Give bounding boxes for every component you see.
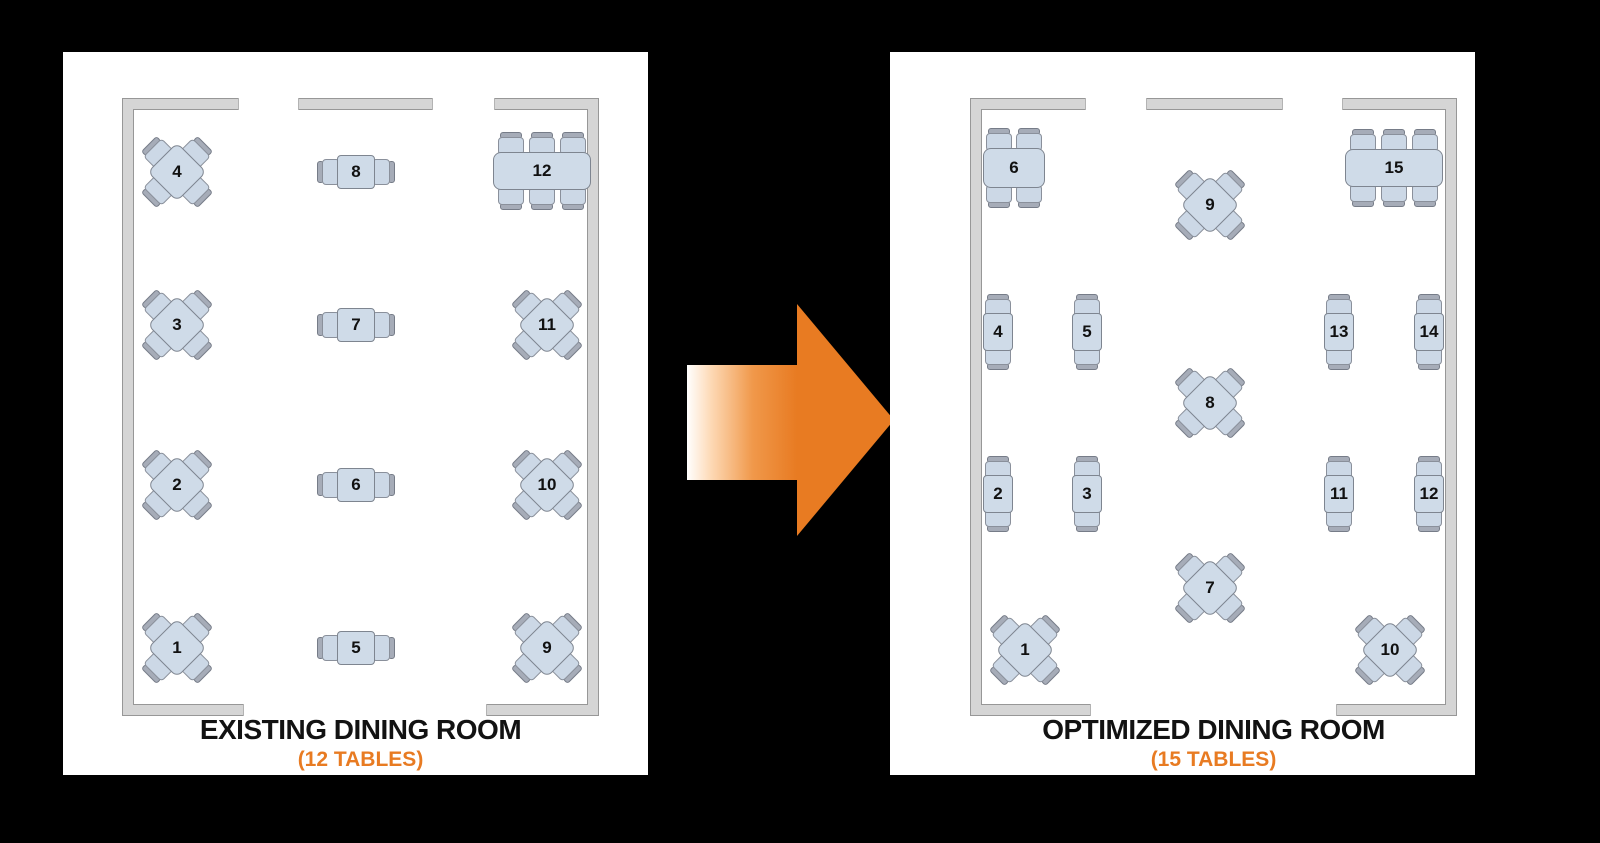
chair-icon [986, 183, 1012, 208]
chair-icon [1350, 182, 1376, 207]
table-number: 9 [1205, 195, 1215, 214]
table-number: 2 [172, 475, 182, 494]
table-top: 5 [337, 631, 375, 665]
table-top: 5 [1072, 313, 1102, 351]
table-top: 12 [1414, 475, 1444, 513]
door-opening [1282, 98, 1343, 110]
table-number: 13 [1329, 322, 1349, 341]
chair-icon [370, 159, 395, 185]
table-number: 4 [172, 162, 182, 181]
table-top: 8 [337, 155, 375, 189]
chair-icon [498, 185, 524, 210]
table-top: 3 [1072, 475, 1102, 513]
table-number: 5 [351, 638, 361, 657]
table-number: 6 [1009, 158, 1019, 177]
table-top: 2 [983, 475, 1013, 513]
panel-title: EXISTING DINING ROOM [199, 714, 522, 745]
door-opening [432, 98, 495, 110]
table-top: 4 [983, 313, 1013, 351]
table-number: 9 [542, 638, 552, 657]
table-number: 1 [172, 638, 182, 657]
chair-icon [370, 312, 395, 338]
table-number: 3 [172, 315, 182, 334]
table-number: 12 [532, 161, 552, 180]
table-number: 6 [351, 475, 361, 494]
table-number: 11 [1330, 484, 1348, 503]
arrow-head [797, 304, 894, 536]
chair-icon [1412, 182, 1438, 207]
table-number: 2 [993, 484, 1003, 503]
table-number: 5 [1082, 322, 1092, 341]
table-top: 14 [1414, 313, 1444, 351]
table-number: 7 [351, 315, 361, 334]
table-number: 1 [1020, 640, 1030, 659]
table-number: 14 [1419, 322, 1439, 341]
table-number: 3 [1082, 484, 1092, 503]
table-number: 11 [538, 315, 556, 334]
table-number: 8 [1205, 393, 1215, 412]
door-opening [1085, 98, 1147, 110]
table-top: 12 [493, 152, 591, 190]
table-top: 15 [1345, 149, 1443, 187]
chair-icon [560, 185, 586, 210]
table-number: 10 [1380, 640, 1400, 659]
table-number: 7 [1205, 578, 1215, 597]
table-top: 6 [337, 468, 375, 502]
panel-title: OPTIMIZED DINING ROOM [1042, 714, 1385, 745]
table-number: 10 [537, 475, 557, 494]
table-top: 6 [983, 148, 1045, 188]
door-opening [238, 98, 299, 110]
table-number: 15 [1384, 158, 1404, 177]
panel-subtitle: (12 TABLES) [297, 748, 424, 771]
door-opening [243, 704, 487, 716]
chair-icon [370, 472, 395, 498]
table-top: 13 [1324, 313, 1354, 351]
table-number: 8 [351, 162, 361, 181]
table-top: 11 [1324, 475, 1354, 513]
arrow-shaft [687, 365, 797, 480]
door-opening [1090, 704, 1337, 716]
transform-arrow-icon [687, 304, 894, 536]
table-number: 4 [993, 322, 1003, 341]
table-number: 12 [1419, 484, 1439, 503]
table-top: 7 [337, 308, 375, 342]
panel-subtitle: (15 TABLES) [1150, 748, 1277, 771]
